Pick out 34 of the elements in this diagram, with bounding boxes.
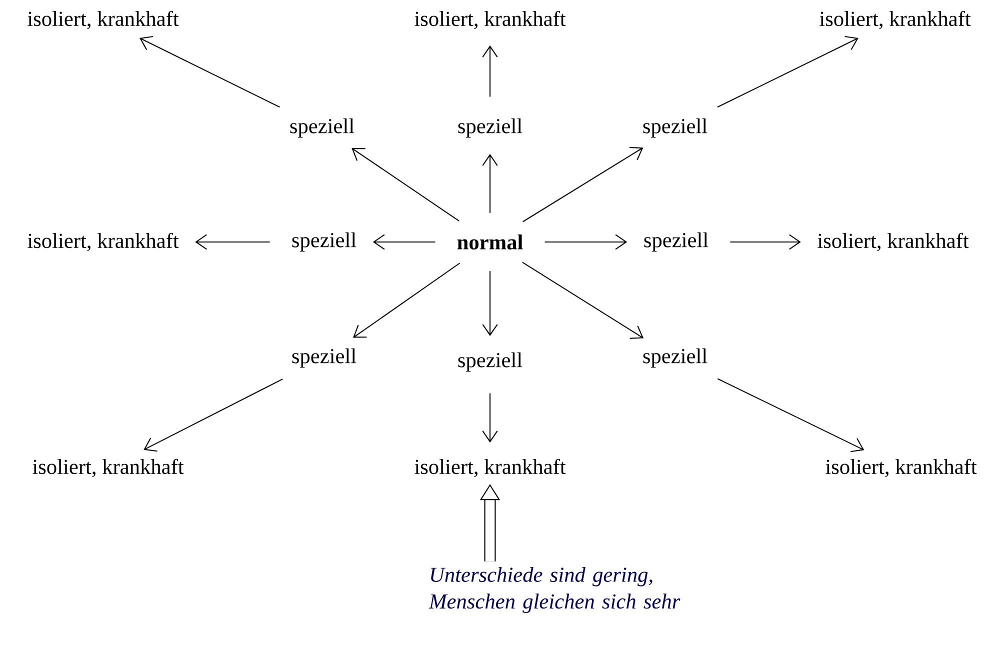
term-label: isoliert, krankhaft: [32, 458, 184, 478]
arrow: [730, 234, 801, 250]
arrow: [195, 234, 270, 250]
arrow: [482, 45, 498, 97]
term-label: isoliert, krankhaft: [820, 10, 971, 30]
arrow: [544, 234, 628, 250]
term-label: isoliert, krankhaft: [414, 10, 566, 30]
term-label: speziell: [644, 232, 708, 252]
term-label: speziell: [458, 352, 522, 372]
arrow: [352, 262, 460, 338]
arrow: [717, 378, 864, 452]
arrow: [482, 271, 498, 336]
term-label: isoliert, krankhaft: [28, 232, 179, 252]
caption-text: Unterschiede sind gering, Menschen gleichen sich sehr: [428, 566, 680, 613]
term-label: speziell: [292, 348, 356, 368]
arrow: [522, 262, 644, 339]
arrow: [144, 378, 283, 452]
arrow: [372, 234, 436, 250]
term-label: speziell: [292, 232, 356, 252]
arrow: [482, 154, 498, 213]
arrow: [139, 36, 280, 108]
term-label: speziell: [643, 118, 708, 138]
arrow: [482, 393, 498, 443]
term-label: isoliert, krankhaft: [414, 458, 566, 478]
term-label: isoliert, krankhaft: [826, 458, 977, 478]
term-label: isoliert, krankhaft: [818, 232, 969, 252]
term-label: speziell: [458, 118, 522, 138]
arrow: [717, 36, 858, 108]
arrow: [352, 148, 460, 222]
term-label: isoliert, krankhaft: [28, 10, 179, 30]
center-label: normal: [457, 234, 523, 250]
term-label: speziell: [643, 348, 708, 368]
arrow: [522, 146, 644, 222]
term-label: speziell: [290, 118, 354, 138]
